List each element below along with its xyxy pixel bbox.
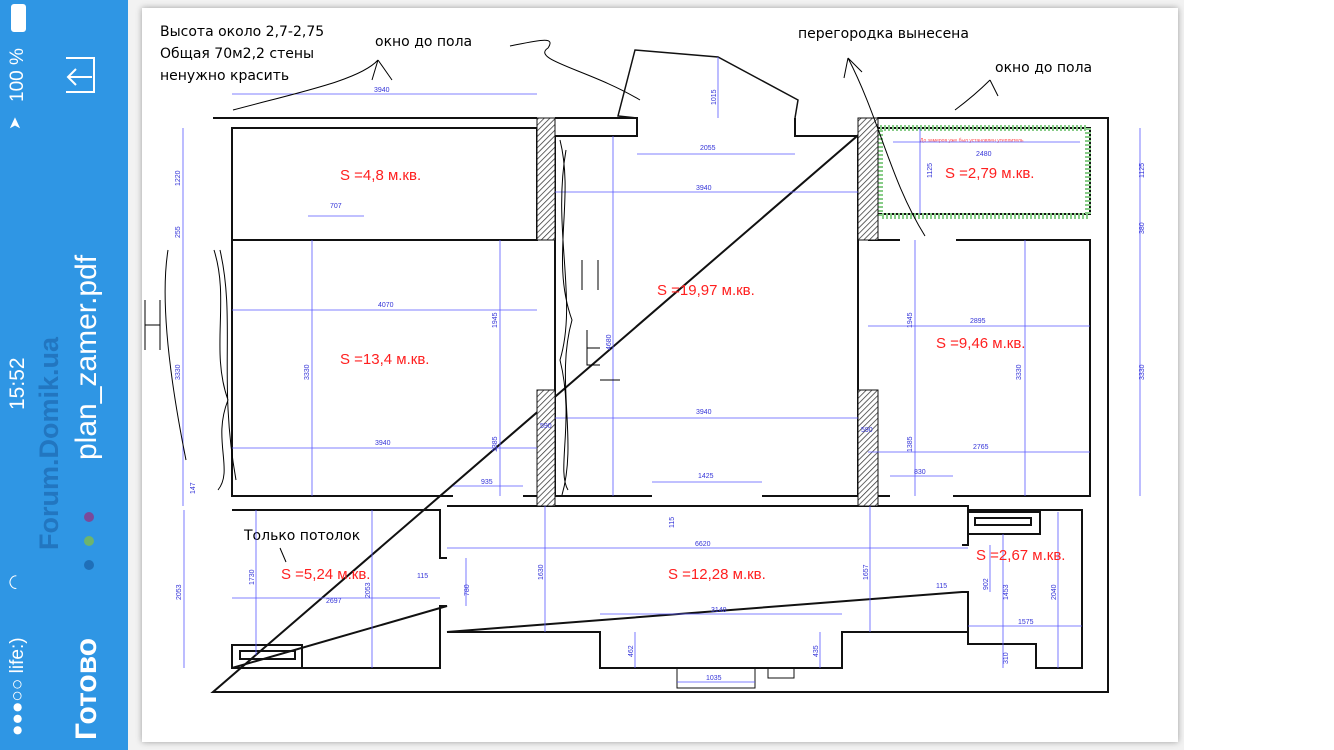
- dim-label: 2053: [176, 584, 183, 600]
- dim-label: 830: [914, 469, 926, 476]
- dim-label: 1730: [249, 569, 256, 585]
- area-room8: S =2,67 м.кв.: [976, 547, 1065, 564]
- area-room2: S =13,4 м.кв.: [340, 351, 429, 368]
- dim-label: 3330: [1016, 364, 1023, 380]
- dim-label: 590: [861, 427, 873, 434]
- note-paint: ненужно красить: [160, 68, 289, 84]
- dim-label: 1453: [1003, 584, 1010, 600]
- dim-label: 3940: [375, 440, 391, 447]
- dim-label: 3330: [1139, 364, 1146, 380]
- dim-label: 1425: [698, 473, 714, 480]
- dim-label: 1220: [175, 170, 182, 186]
- hatched-columns: [536, 117, 879, 507]
- note-total: Общая 70м2,2 стены: [160, 46, 314, 62]
- note-window-right: окно до пола: [995, 60, 1092, 76]
- dim-label: 1035: [706, 675, 722, 682]
- area-room4: S =2,79 м.кв.: [945, 165, 1034, 182]
- dim-label: 1575: [1018, 619, 1034, 626]
- dim-label: 3140: [711, 607, 727, 614]
- dim-label: 310: [1003, 652, 1010, 664]
- dim-label: 4070: [378, 302, 394, 309]
- note-height: Высота около 2,7-2,75: [160, 24, 324, 40]
- area-room1: S =4,8 м.кв.: [340, 167, 421, 184]
- dim-label: 1657: [863, 564, 870, 580]
- dim-label: 3940: [696, 185, 712, 192]
- area-room6: S =5,24 м.кв.: [281, 566, 370, 583]
- walls: [210, 49, 1109, 693]
- dim-label: 1385: [907, 436, 914, 452]
- dim-label: 707: [330, 203, 342, 210]
- dim-label: 1630: [538, 564, 545, 580]
- note-partition: перегородка вынесена: [798, 26, 969, 42]
- dim-label: 1015: [711, 89, 718, 105]
- dim-label: 935: [481, 479, 493, 486]
- room-areas: S =4,8 м.кв. S =13,4 м.кв. S =19,97 м.кв…: [281, 165, 1065, 583]
- handwritten-annotations: [144, 39, 999, 563]
- area-room7: S =12,28 м.кв.: [668, 566, 766, 583]
- dim-label: 255: [175, 226, 182, 238]
- dim-label: 462: [628, 645, 635, 657]
- area-room3: S =19,97 м.кв.: [657, 282, 755, 299]
- dim-label: 147: [190, 482, 197, 494]
- dim-label: 1125: [1139, 163, 1146, 178]
- note-ceiling-only: Только потолок: [243, 528, 360, 544]
- dim-label: 435: [813, 645, 820, 657]
- dim-label: 115: [669, 517, 676, 528]
- dim-label: 3940: [696, 409, 712, 416]
- dim-label: 1945: [492, 312, 499, 328]
- dim-label: 2765: [973, 444, 989, 451]
- dim-label: 3330: [304, 364, 311, 380]
- dim-label: 1125: [927, 163, 934, 178]
- area-room5: S =9,46 м.кв.: [936, 335, 1025, 352]
- dim-label: 115: [936, 583, 947, 590]
- dim-label: 380: [1139, 222, 1146, 234]
- dim-label: 2053: [365, 582, 372, 598]
- dim-label: 6620: [695, 541, 711, 548]
- note-insulation: До замеров уже был установлен утеплитель: [920, 138, 1024, 144]
- note-window-left: окно до пола: [375, 34, 472, 50]
- dim-label: 902: [983, 578, 990, 590]
- dim-label: 3940: [374, 87, 390, 94]
- dim-label: 2480: [976, 151, 992, 158]
- dim-label: 3330: [175, 364, 182, 380]
- share-icon[interactable]: [62, 54, 108, 100]
- dim-label: 2040: [1051, 584, 1058, 600]
- viewer-sidebar: ●●●○○ life:) ◠ 15:52 ➤ 100 % Forum.Domik…: [0, 0, 128, 750]
- dim-label: 2697: [326, 598, 342, 605]
- dim-label: 590: [540, 423, 552, 430]
- dim-label: 1945: [907, 312, 914, 328]
- dim-label: 4680: [606, 334, 613, 350]
- dim-label: 1385: [492, 436, 499, 452]
- dim-label: 2055: [700, 145, 716, 152]
- dim-label: 115: [417, 573, 428, 580]
- dim-label: 780: [464, 584, 471, 596]
- dimension-labels: 3940 2055 1015 3940 2480 1220 255 707 40…: [175, 87, 1146, 682]
- dimension-lines: [182, 57, 1141, 683]
- dim-label: 2895: [970, 318, 986, 325]
